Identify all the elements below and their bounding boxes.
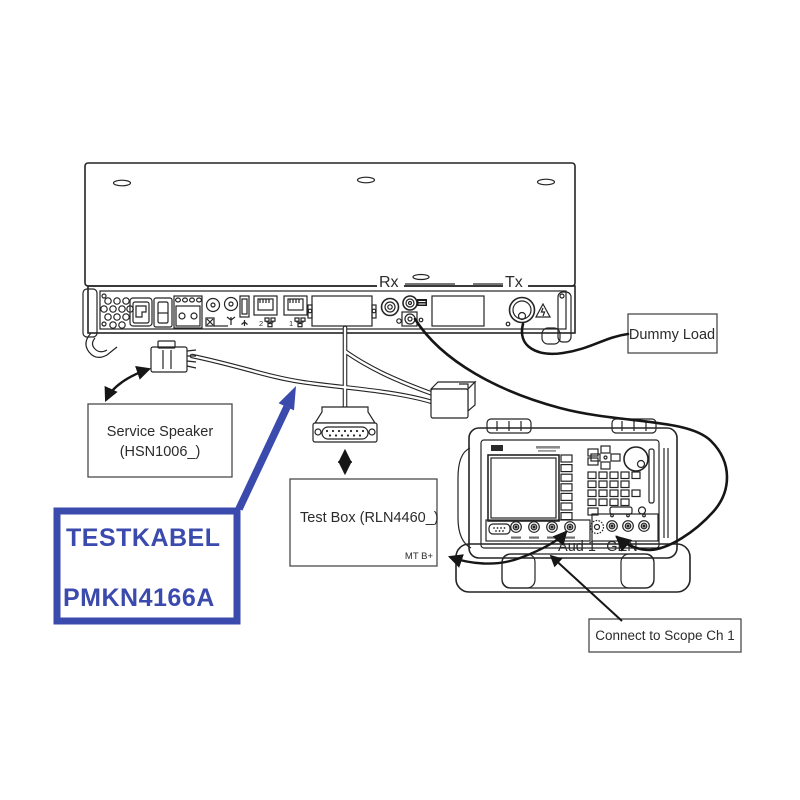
eth-port-2: 2 [253, 295, 278, 328]
front-panel [480, 439, 660, 549]
testkabel-callout: TESTKABEL PMKN4166A [53, 386, 296, 625]
blank-plate [431, 295, 485, 327]
eth-port-1: 1 [283, 295, 308, 328]
gps-connector [401, 295, 427, 327]
test-box-label: Test Box (RLN4460_) [300, 510, 439, 526]
aud1-label: Aud 1 [558, 539, 596, 555]
aud1-mtb-cable [447, 530, 568, 568]
power-switch [153, 297, 173, 328]
db25-connector [312, 406, 378, 443]
db25-cover-plate [307, 295, 377, 327]
monitor-screen [487, 454, 560, 522]
service-monitor: Aud 1 GEN [455, 418, 691, 593]
blue-arrow-head [278, 386, 296, 411]
aud1-connector [564, 521, 576, 533]
eth1-label: 1 [289, 319, 293, 328]
vent-hole-cluster [100, 297, 134, 329]
repeater-chassis: 2 1 [82, 162, 576, 358]
scope-pointer-arrow [549, 554, 623, 622]
chassis-left-bracket [82, 288, 118, 358]
db25-pins [325, 429, 365, 437]
connect-scope-label: Connect to Scope Ch 1 [595, 628, 735, 643]
breakout-connector [429, 380, 477, 419]
bnc-row-right [589, 513, 650, 535]
service-speaker-label-1: Service Speaker [107, 424, 214, 440]
testkabel-label-2: PMKN4166A [63, 584, 215, 612]
eth2-label: 2 [259, 319, 263, 328]
chassis-vent-slots [112, 176, 556, 281]
brand-strip [491, 445, 560, 452]
network-icon [294, 317, 306, 328]
service-speaker-box: Service Speaker (HSN1006_) [87, 403, 233, 478]
keypad [587, 445, 655, 516]
speaker-connector [150, 340, 197, 373]
testkabel-label-1: TESTKABEL [66, 524, 221, 552]
scope-label-box: Connect to Scope Ch 1 [588, 618, 742, 653]
rx-connector [380, 297, 402, 324]
test-box: Test Box (RLN4460_) MT B+ [289, 478, 439, 567]
network-icon [264, 317, 276, 328]
gen-connector [606, 520, 618, 532]
round-connectors [205, 296, 239, 327]
tx-dummy-cable [520, 322, 630, 356]
speaker-to-box-arrow [104, 366, 152, 402]
dc-terminal-block [173, 295, 203, 329]
warning-icon [534, 302, 552, 318]
dummy-load-label: Dummy Load [629, 327, 715, 343]
db9-port [488, 523, 511, 535]
gps-tag [417, 299, 427, 306]
test-cable-harness [189, 325, 436, 410]
chassis-rear-recess [99, 290, 567, 330]
chassis-rear-band [87, 285, 576, 334]
ac-power-inlet [129, 297, 153, 327]
mt-b-plus-label: MT B+ [405, 551, 434, 562]
chassis-top-panel [84, 162, 576, 287]
tx-connector [505, 296, 536, 327]
chassis-right-bracket [541, 291, 572, 345]
rotary-knob [623, 446, 649, 472]
rx-label: Rx [379, 274, 399, 291]
softkeys [560, 454, 573, 521]
tx-label: Tx [505, 274, 523, 291]
testkabel-box [53, 507, 241, 625]
rx-gen-cable [413, 317, 729, 552]
dummy-load-box: Dummy Load [627, 313, 718, 354]
monitor-body [468, 427, 678, 559]
bnc-row [510, 521, 576, 539]
service-speaker-label-2: (HSN1006_) [120, 444, 201, 460]
blue-arrow-shaft [235, 405, 291, 511]
usb-port [239, 295, 250, 326]
